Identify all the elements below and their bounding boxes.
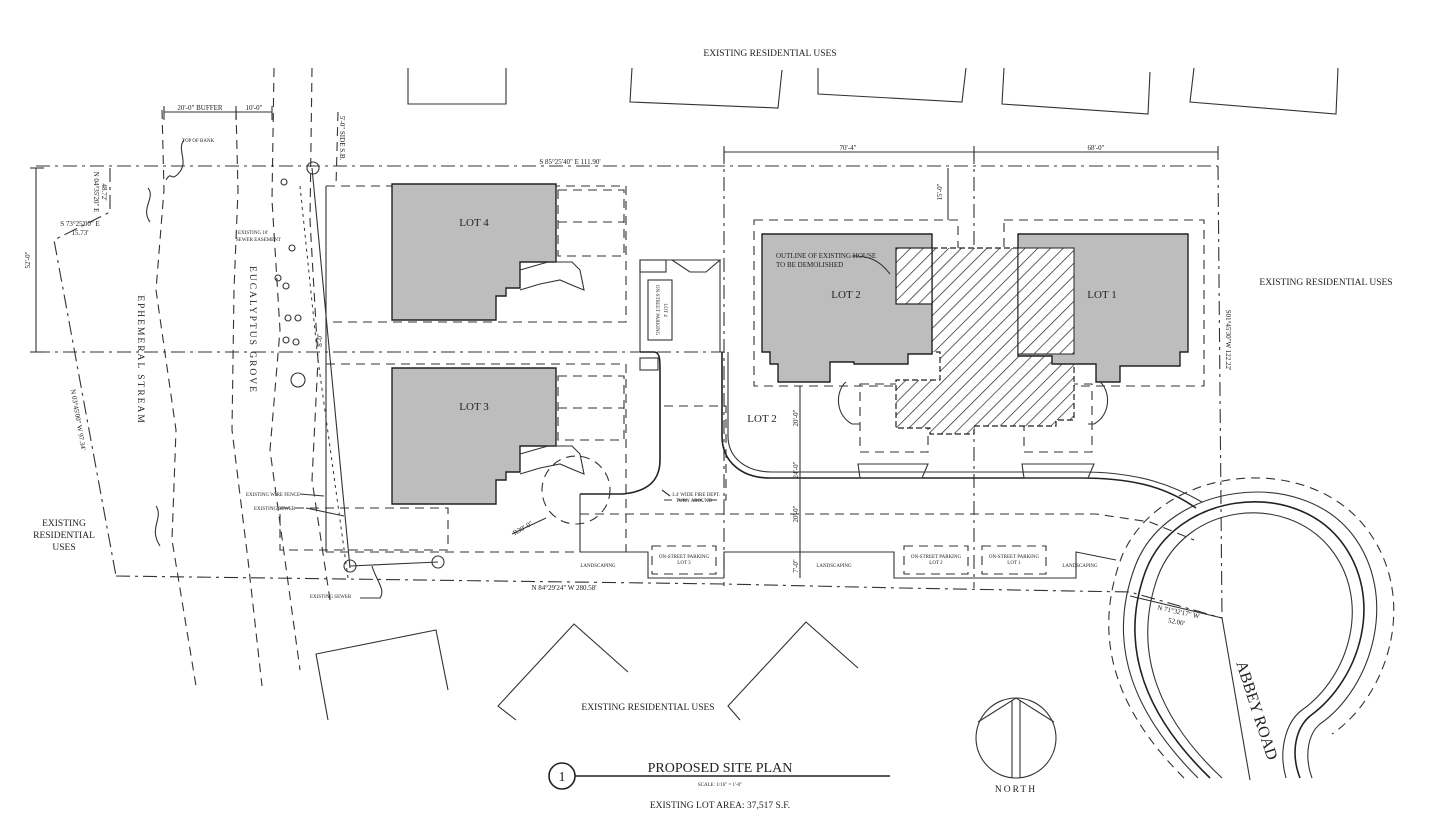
lot-4-building bbox=[391, 183, 585, 321]
dim-side-setback: 5'-0" SIDE S.B. bbox=[338, 116, 346, 161]
dim-ten-ft: 10'-0" bbox=[246, 104, 263, 112]
dim-lot2-setback: 15'-0" bbox=[936, 183, 944, 200]
label-sewer-easement-2: SEWER EASEMENT bbox=[236, 238, 281, 243]
dim-mid-8: 8'-0" bbox=[316, 333, 324, 347]
dim-left-height: 52'-0" bbox=[24, 251, 32, 268]
label-north: NORTH bbox=[995, 785, 1037, 795]
existing-houses-bottom bbox=[315, 621, 859, 721]
label-lot1: LOT 1 bbox=[1087, 289, 1116, 301]
label-parking-lot1-2: LOT 1 bbox=[1007, 561, 1021, 566]
label-lot3: LOT 3 bbox=[459, 401, 489, 413]
title-number: 1 bbox=[559, 770, 566, 785]
label-lot2: LOT 2 bbox=[831, 289, 860, 301]
label-landscaping-2: LANDSCAPING bbox=[816, 564, 852, 569]
label-parking-lot1-1: ON-STREET PARKING bbox=[989, 555, 1040, 560]
dim-left-bearing-4: 15.73' bbox=[71, 229, 88, 237]
garage-aprons bbox=[857, 463, 1095, 479]
stream-and-grove bbox=[146, 67, 445, 687]
label-existing-right: EXISTING RESIDENTIAL USES bbox=[1259, 278, 1392, 288]
on-street-parking bbox=[651, 545, 1047, 575]
title-block bbox=[548, 762, 890, 790]
label-grove: EUCALYPTUS GROVE bbox=[247, 266, 257, 394]
north-arrow-icon bbox=[975, 697, 1057, 779]
dim-west-line: N 03°45'00" W 97.34' bbox=[69, 389, 88, 451]
title-scale: SCALE: 1/16" = 1'-0" bbox=[698, 783, 742, 788]
title-text: PROPOSED SITE PLAN bbox=[648, 761, 793, 776]
label-lot4: LOT 4 bbox=[459, 217, 489, 229]
dim-drive-20: 20'-0" bbox=[792, 409, 800, 426]
dim-drive-7: 7'-0" bbox=[792, 559, 800, 573]
label-demolish-2: TO BE DEMOLISHED bbox=[776, 261, 843, 269]
dim-left-bearing-2: 48.72' bbox=[100, 183, 108, 200]
label-sewer-easement-1: EXISTING 10' bbox=[238, 231, 268, 236]
lot-2-building bbox=[761, 233, 933, 425]
dim-lot1-width: 68'-0" bbox=[1088, 144, 1105, 152]
label-demolish-1: OUTLINE OF EXISTING HOUSE bbox=[776, 252, 876, 260]
label-existing-top: EXISTING RESIDENTIAL USES bbox=[703, 49, 836, 59]
label-landscaping-3: LANDSCAPING bbox=[1062, 564, 1098, 569]
label-road: ABBEY ROAD bbox=[1232, 659, 1280, 762]
dim-left-bearing-3: S 73°25'00" E bbox=[60, 220, 100, 228]
dim-road-bearing-2: 52.00' bbox=[1167, 616, 1185, 627]
label-turnaround-2: TURN AROUND bbox=[676, 499, 712, 504]
dimensions-top-left bbox=[30, 106, 273, 353]
label-landscaping-1: LANDSCAPING bbox=[580, 564, 616, 569]
label-wire-fence: EXISTING WIRE FENCE bbox=[246, 493, 300, 498]
label-existing-left-2: RESIDENTIAL bbox=[33, 531, 95, 541]
label-turnaround-1: 3.4' WIDE FIRE DEPT. bbox=[672, 493, 720, 498]
dim-drive-20b: 20'-0" bbox=[792, 505, 800, 522]
label-radius: R30'-0" bbox=[512, 519, 535, 537]
label-existing-sewer-b: EXISTING SEWER bbox=[310, 595, 352, 600]
label-lot2-area: LOT 2 bbox=[747, 413, 776, 425]
lot-3-building bbox=[391, 367, 585, 505]
label-parking-lot3-2: LOT 3 bbox=[677, 561, 691, 566]
label-parking-lot2-1: ON-STREET PARKING bbox=[911, 555, 962, 560]
dim-east-line: S01°45'30"W 122.22' bbox=[1224, 310, 1232, 371]
dim-lot2-width: 70'-4" bbox=[840, 144, 857, 152]
dim-north-line: S 85°25'40" E 111.90' bbox=[539, 158, 600, 166]
dimensions-lots-1-2 bbox=[723, 146, 1219, 578]
label-existing-bottom: EXISTING RESIDENTIAL USES bbox=[581, 703, 714, 713]
lot-1-building bbox=[1017, 233, 1189, 425]
label-top-of-bank: TOP OF BANK bbox=[182, 139, 215, 144]
dim-drive-24: 24'-0" bbox=[792, 461, 800, 478]
label-existing-left-3: USES bbox=[52, 543, 75, 553]
label-stream: EPHEMERAL STREAM bbox=[135, 295, 145, 425]
dim-buffer: 20'-0" BUFFER bbox=[177, 104, 222, 112]
label-parking-lot4-2: LOT 4 bbox=[662, 303, 667, 317]
label-parking-lot4-1: ON-STREET PARKING bbox=[654, 285, 659, 336]
label-parking-lot3-1: ON-STREET PARKING bbox=[659, 555, 710, 560]
abbey-road-cul-de-sac bbox=[1108, 477, 1395, 781]
existing-houses-top bbox=[407, 67, 1339, 115]
dim-left-bearing-1: N 04°35'20" E bbox=[92, 172, 100, 213]
label-existing-sewer-a: EXISTING SEWER bbox=[254, 507, 296, 512]
dim-south-line: N 84°29'24" W 280.58' bbox=[531, 584, 596, 592]
label-existing-left-1: EXISTING bbox=[42, 519, 86, 529]
title-area: EXISTING LOT AREA: 37,517 S.F. bbox=[650, 801, 790, 811]
label-parking-lot2-2: LOT 2 bbox=[929, 561, 943, 566]
